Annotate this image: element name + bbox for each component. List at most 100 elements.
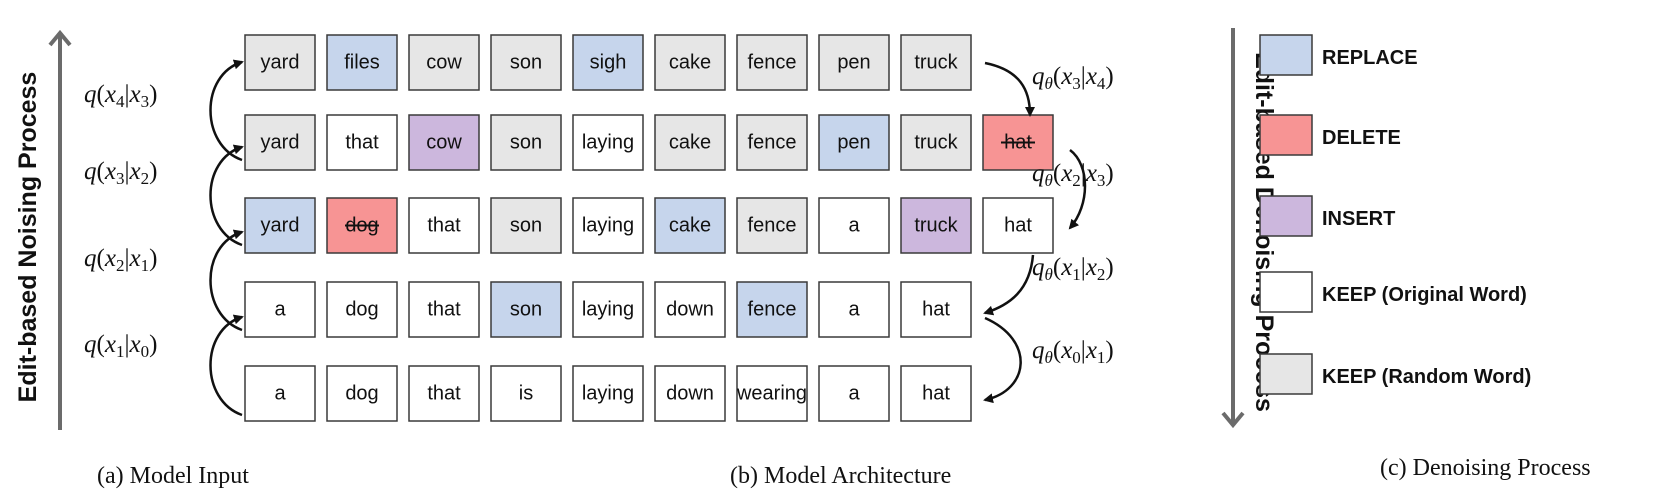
token-box — [900, 281, 972, 338]
token-keep-original: laying — [572, 281, 644, 338]
token-label: down — [666, 299, 714, 321]
token-box — [490, 365, 562, 422]
token-keep-original: wearing — [736, 365, 808, 422]
token-box — [736, 365, 808, 422]
token-box — [572, 365, 644, 422]
token-box — [490, 281, 562, 338]
token-label: fence — [748, 132, 797, 154]
legend-item-delete: DELETE — [1259, 114, 1401, 156]
token-label: fence — [748, 299, 797, 321]
transition-label: qθ(x1|x2) — [1032, 254, 1114, 284]
token-box — [818, 197, 890, 254]
token-box — [490, 197, 562, 254]
token-label: files — [344, 52, 380, 74]
token-box — [408, 365, 480, 422]
token-box — [326, 281, 398, 338]
token-label: hat — [922, 299, 950, 321]
token-keep-random: fence — [736, 34, 808, 91]
token-keep-original: hat — [900, 365, 972, 422]
token-box — [572, 281, 644, 338]
token-label: a — [274, 299, 286, 321]
token-label: son — [510, 215, 542, 237]
token-keep-original: laying — [572, 197, 644, 254]
token-keep-original: down — [654, 365, 726, 422]
token-keep-original: that — [408, 365, 480, 422]
token-box — [408, 281, 480, 338]
token-label: a — [848, 383, 860, 405]
token-box — [244, 281, 316, 338]
token-box — [326, 114, 398, 171]
caption-denoising-process: (c) Denoising Process — [1380, 455, 1591, 481]
token-label: is — [519, 383, 533, 405]
denoising-arrow-x3-x2 — [1068, 149, 1087, 230]
token-label: that — [427, 215, 461, 237]
token-box — [326, 34, 398, 91]
legend-swatch — [1259, 353, 1313, 395]
token-keep-original: hat — [982, 197, 1054, 254]
token-delete: hat — [982, 114, 1054, 171]
token-keep-random: yard — [244, 34, 316, 91]
transition-arrows — [209, 59, 1087, 417]
token-replace: yard — [244, 197, 316, 254]
token-box — [900, 34, 972, 91]
noising-arrow-x2-x3 — [209, 144, 244, 247]
transition-label: q(x4|x3) — [84, 81, 157, 111]
token-keep-original: down — [654, 281, 726, 338]
denoising-arrow-x1-x0 — [983, 316, 1022, 404]
token-box — [900, 114, 972, 171]
legend-swatch — [1259, 34, 1313, 76]
noising-labels: q(x4|x3)q(x3|x2)q(x2|x1)q(x1|x0) — [84, 81, 157, 361]
token-keep-original: dog — [326, 365, 398, 422]
token-label: cake — [669, 52, 711, 74]
token-label: cake — [669, 132, 711, 154]
token-box — [818, 34, 890, 91]
token-label: cow — [426, 132, 462, 154]
token-keep-original: dog — [326, 281, 398, 338]
token-box — [900, 197, 972, 254]
token-box — [736, 197, 808, 254]
token-label: son — [510, 52, 542, 74]
token-label: son — [510, 299, 542, 321]
legend-swatch — [1259, 114, 1313, 156]
token-label: that — [427, 383, 461, 405]
token-label: that — [427, 299, 461, 321]
token-box — [818, 114, 890, 171]
token-label: dog — [345, 383, 378, 405]
token-label: laying — [582, 215, 634, 237]
token-keep-random: cake — [654, 34, 726, 91]
token-label: yard — [261, 215, 300, 237]
caption-model-architecture: (b) Model Architecture — [730, 463, 951, 489]
token-label: a — [848, 299, 860, 321]
token-label: son — [510, 132, 542, 154]
token-box — [818, 365, 890, 422]
token-label: hat — [1004, 215, 1032, 237]
token-delete: dog — [326, 197, 398, 254]
denoising-arrow-x4-x3 — [984, 61, 1035, 117]
token-keep-original: that — [408, 197, 480, 254]
legend-item-keep-random: KEEP (Random Word) — [1259, 353, 1531, 395]
token-keep-random: son — [490, 34, 562, 91]
token-label: wearing — [736, 383, 807, 405]
token-label: that — [345, 132, 379, 154]
token-box — [408, 197, 480, 254]
token-box — [654, 114, 726, 171]
token-keep-random: son — [490, 197, 562, 254]
token-label: down — [666, 383, 714, 405]
transition-label: q(x2|x1) — [84, 245, 157, 275]
token-label: yard — [261, 132, 300, 154]
token-label: a — [848, 215, 860, 237]
transition-label: qθ(x0|x1) — [1032, 337, 1114, 367]
token-box — [244, 197, 316, 254]
token-keep-original: a — [818, 197, 890, 254]
legend-label: KEEP (Original Word) — [1322, 284, 1527, 306]
token-keep-original: a — [818, 281, 890, 338]
denoising-arrow-x2-x1 — [983, 254, 1035, 316]
denoising-labels: qθ(x3|x4)qθ(x2|x3)qθ(x1|x2)qθ(x0|x1) — [1032, 63, 1114, 367]
token-box — [736, 114, 808, 171]
token-box — [736, 281, 808, 338]
token-replace: sigh — [572, 34, 644, 91]
token-box — [654, 197, 726, 254]
